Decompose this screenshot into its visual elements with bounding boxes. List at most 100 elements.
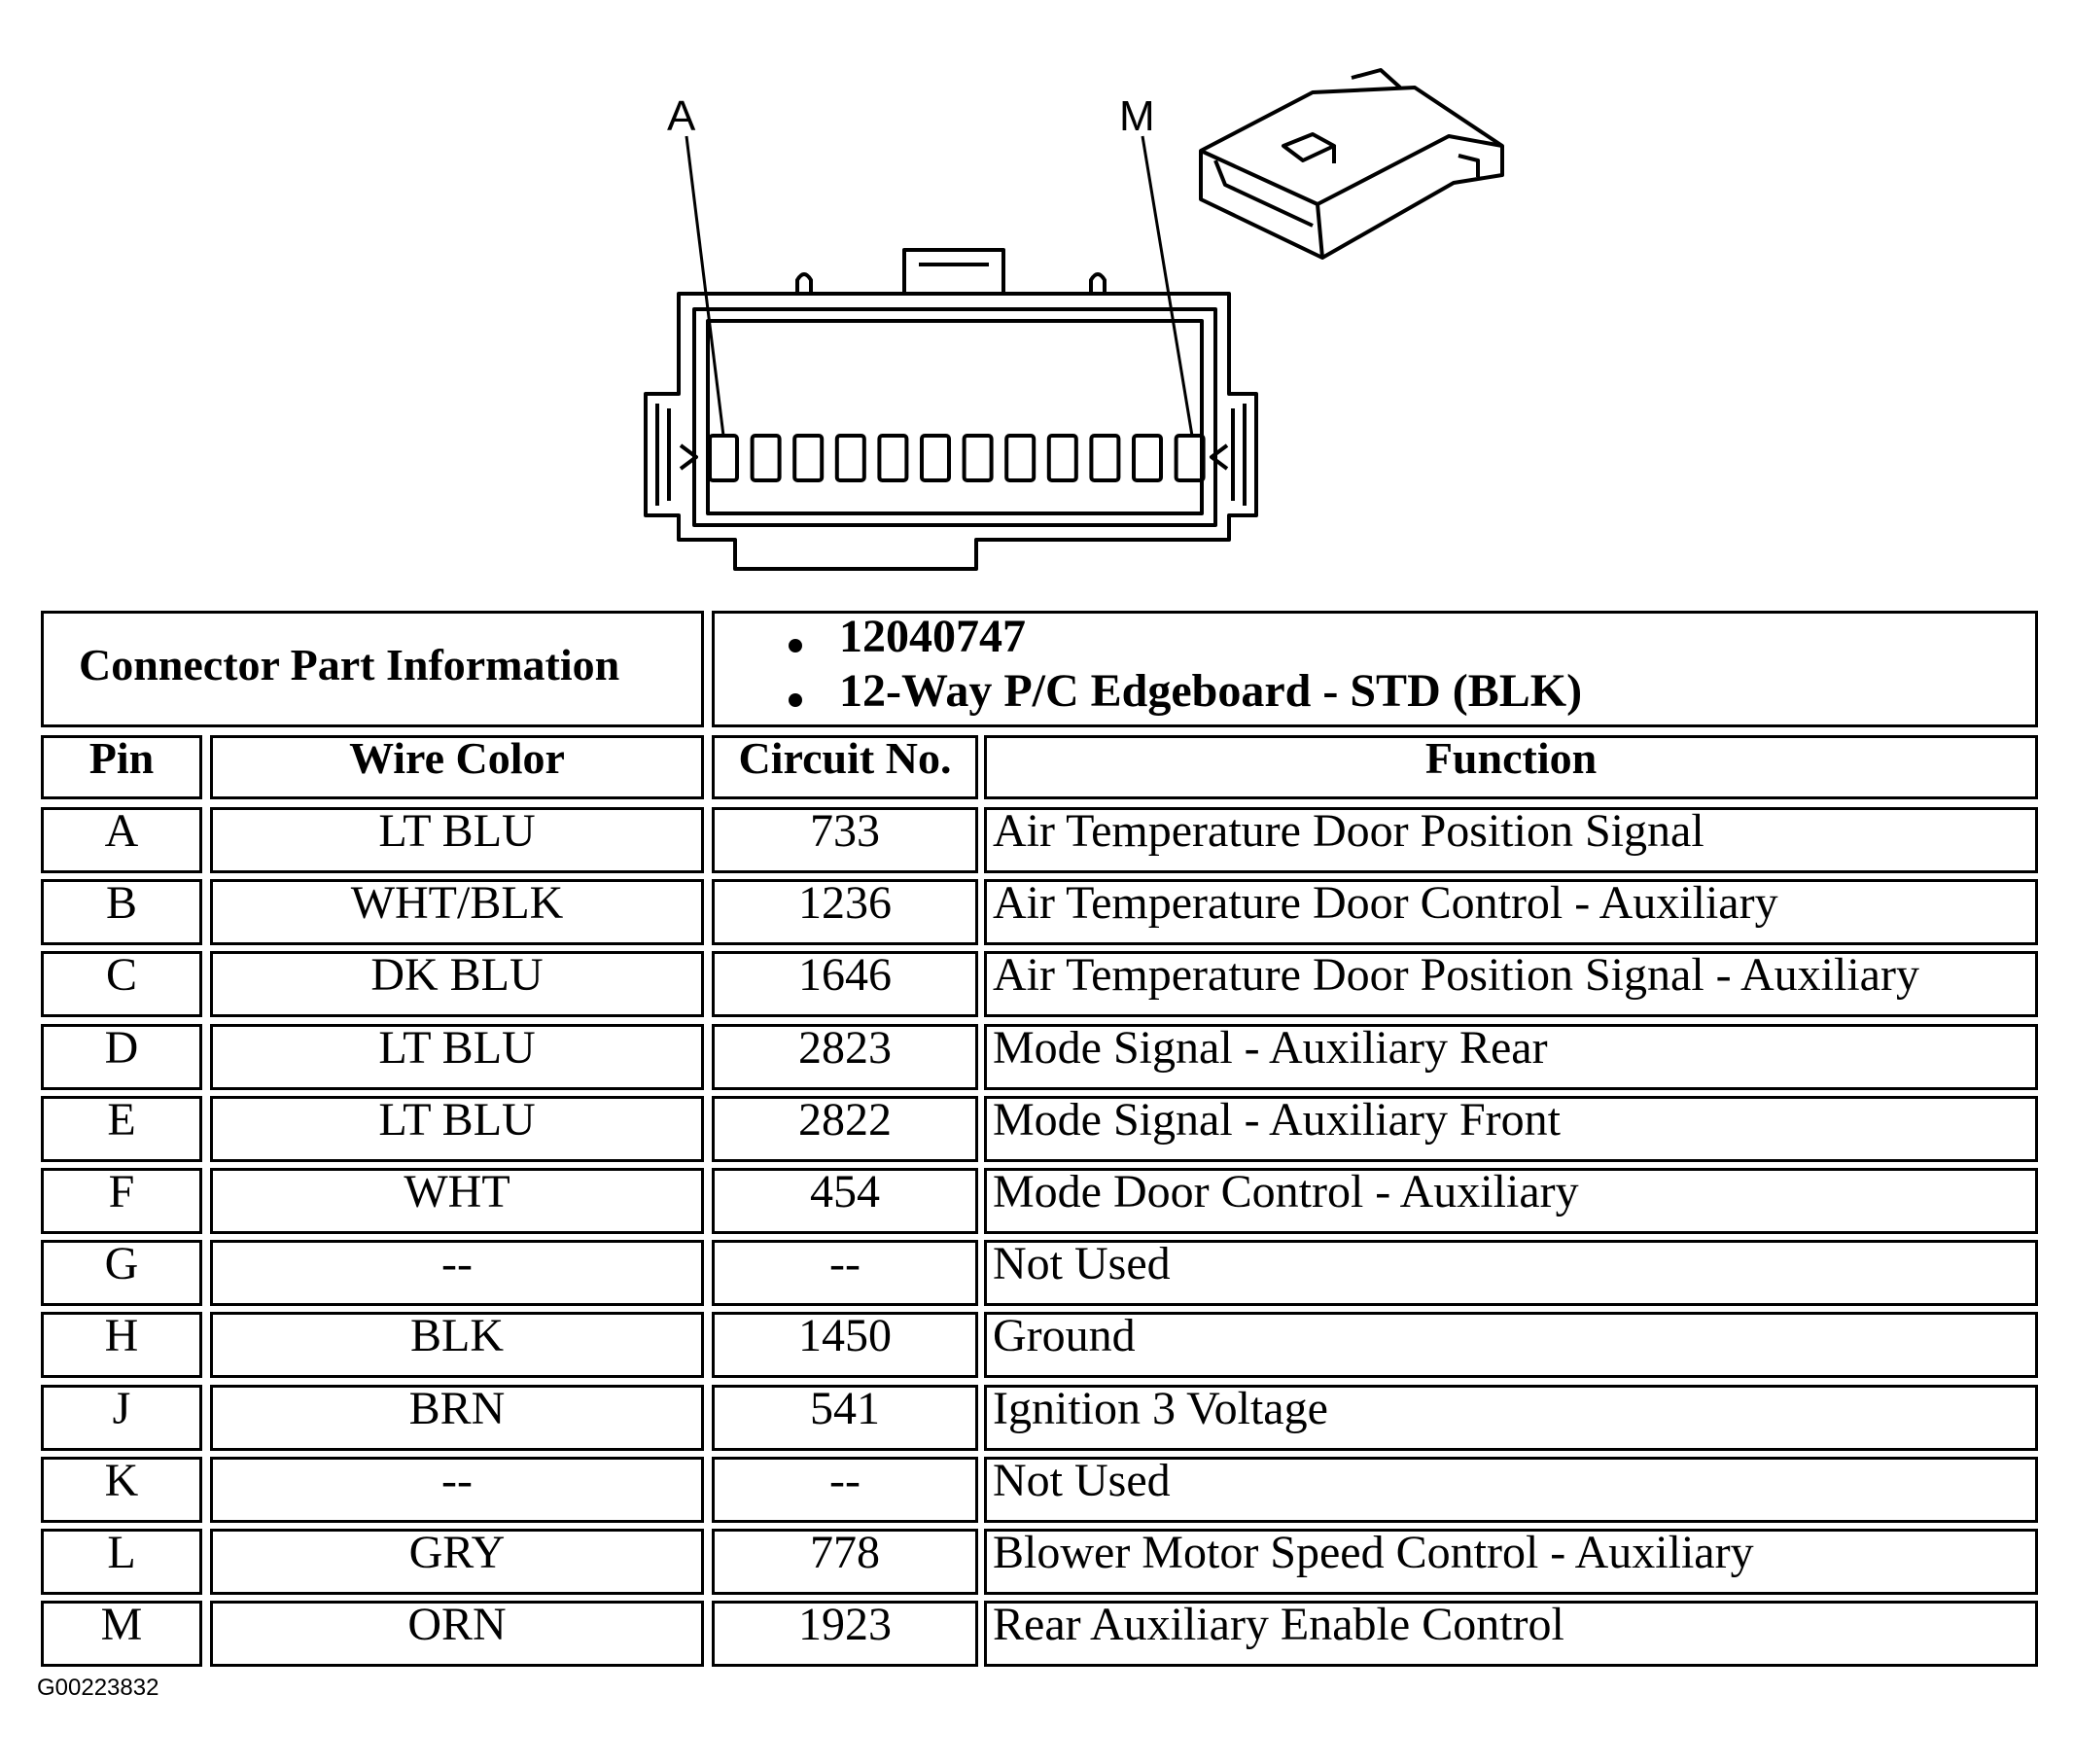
pin-cell: F	[41, 1168, 202, 1234]
function-cell: Blower Motor Speed Control - Auxiliary	[984, 1529, 2038, 1595]
circuit-cell: 1450	[712, 1312, 978, 1378]
function-cell-text: Not Used	[993, 1455, 1171, 1506]
function-cell-text: Blower Motor Speed Control - Auxiliary	[993, 1527, 1754, 1578]
pin-cell: L	[41, 1529, 202, 1595]
wire-color-cell-text: LT BLU	[378, 1094, 536, 1146]
leader-line-a	[685, 135, 725, 437]
wire-color-cell-text: DK BLU	[370, 949, 544, 1001]
wire-color-cell: BRN	[210, 1385, 704, 1451]
function-cell: Mode Door Control - Auxiliary	[984, 1168, 2038, 1234]
wire-color-cell: BLK	[210, 1312, 704, 1378]
function-cell-text: Ground	[993, 1310, 1136, 1361]
pin-cavity	[920, 434, 951, 482]
pin-cell: C	[41, 951, 202, 1017]
column-header-text: Pin	[88, 733, 155, 783]
circuit-cell: 778	[712, 1529, 978, 1595]
column-header: Wire Color	[210, 735, 704, 799]
pin-cell: J	[41, 1385, 202, 1451]
circuit-cell-text: --	[829, 1455, 861, 1506]
pin-cell: E	[41, 1096, 202, 1162]
connector-description: 12-Way P/C Edgeboard - STD (BLK)	[839, 665, 1583, 717]
bullet-icon	[789, 639, 802, 653]
leader-line-m	[1141, 135, 1194, 437]
part-info-heading: Connector Part Information	[79, 640, 620, 689]
circuit-cell-text: 1646	[798, 949, 892, 1001]
pin-label-m: M	[1119, 92, 1155, 140]
function-cell-text: Air Temperature Door Position Signal - A…	[993, 949, 1919, 1001]
function-cell-text: Not Used	[993, 1238, 1171, 1289]
function-cell: Mode Signal - Auxiliary Rear	[984, 1024, 2038, 1090]
function-cell: Ignition 3 Voltage	[984, 1385, 2038, 1451]
pin-cell: M	[41, 1601, 202, 1667]
circuit-cell: 733	[712, 807, 978, 873]
circuit-cell: 1236	[712, 879, 978, 945]
column-header-text: Circuit No.	[738, 733, 952, 783]
function-cell-text: Mode Signal - Auxiliary Front	[993, 1094, 1561, 1146]
function-cell-text: Mode Door Control - Auxiliary	[993, 1166, 1579, 1217]
pin-cell-text: L	[107, 1527, 136, 1578]
connector-diagram: A M	[0, 0, 2073, 603]
pin-cell-text: K	[104, 1455, 139, 1506]
circuit-cell-text: 2822	[798, 1094, 892, 1146]
part-info-item: 12-Way P/C Edgeboard - STD (BLK)	[789, 665, 1583, 717]
connector-isometric-drawing	[1199, 68, 1504, 260]
part-number: 12040747	[839, 611, 1026, 662]
connector-face-drawing	[644, 68, 1504, 571]
function-cell-text: Rear Auxiliary Enable Control	[993, 1599, 1564, 1650]
wire-color-cell-text: ORN	[407, 1599, 507, 1650]
pin-cell-text: F	[108, 1166, 135, 1217]
pin-cavity	[877, 434, 909, 482]
circuit-cell-text: 454	[810, 1166, 880, 1217]
pin-cell: A	[41, 807, 202, 873]
wire-color-cell-text: BRN	[408, 1383, 506, 1434]
circuit-cell-text: 1236	[798, 877, 892, 929]
wire-color-cell-text: LT BLU	[378, 1022, 536, 1074]
function-cell: Mode Signal - Auxiliary Front	[984, 1096, 2038, 1162]
pin-cell-text: H	[104, 1310, 139, 1361]
circuit-cell: 454	[712, 1168, 978, 1234]
circuit-cell-text: 1923	[798, 1599, 892, 1650]
circuit-cell: 1923	[712, 1601, 978, 1667]
wire-color-cell: LT BLU	[210, 1024, 704, 1090]
pin-cell-text: J	[112, 1383, 131, 1434]
wire-color-cell: LT BLU	[210, 1096, 704, 1162]
wire-color-cell: DK BLU	[210, 951, 704, 1017]
column-header-text: Wire Color	[349, 733, 565, 783]
circuit-cell-text: 733	[810, 805, 880, 857]
pin-cavity	[792, 434, 825, 482]
pin-cell: K	[41, 1457, 202, 1523]
pin-cavity	[750, 434, 782, 482]
pin-cavity	[708, 434, 739, 482]
wire-color-cell: LT BLU	[210, 807, 704, 873]
function-cell: Not Used	[984, 1240, 2038, 1306]
wire-color-cell-text: WHT	[404, 1166, 510, 1217]
function-cell-text: Mode Signal - Auxiliary Rear	[993, 1022, 1548, 1074]
wire-color-cell-text: GRY	[408, 1527, 506, 1578]
pin-cavity	[1174, 434, 1206, 482]
pin-cell: D	[41, 1024, 202, 1090]
wire-color-cell: ORN	[210, 1601, 704, 1667]
part-info-values-cell: 12040747 12-Way P/C Edgeboard - STD (BLK…	[712, 611, 2038, 727]
pin-cell-text: M	[100, 1599, 143, 1650]
pin-cell-text: D	[104, 1022, 139, 1074]
pin-cell: G	[41, 1240, 202, 1306]
wire-color-cell-text: LT BLU	[378, 805, 536, 857]
circuit-cell: 1646	[712, 951, 978, 1017]
pin-cell-text: C	[105, 949, 137, 1001]
pin-cavity	[1004, 434, 1036, 482]
function-cell: Ground	[984, 1312, 2038, 1378]
wire-color-cell-text: --	[441, 1455, 473, 1506]
column-header: Circuit No.	[712, 735, 978, 799]
pin-cavities	[708, 434, 1206, 482]
column-header: Function	[984, 735, 2038, 799]
wire-color-cell-text: BLK	[410, 1310, 504, 1361]
pin-cell-text: E	[107, 1094, 136, 1146]
circuit-cell-text: 541	[810, 1383, 880, 1434]
pin-cell: B	[41, 879, 202, 945]
wire-color-cell: WHT	[210, 1168, 704, 1234]
circuit-cell: 2823	[712, 1024, 978, 1090]
wire-color-cell-text: WHT/BLK	[350, 877, 564, 929]
pin-cavity	[834, 434, 866, 482]
circuit-cell-text: 2823	[798, 1022, 892, 1074]
circuit-cell: --	[712, 1240, 978, 1306]
